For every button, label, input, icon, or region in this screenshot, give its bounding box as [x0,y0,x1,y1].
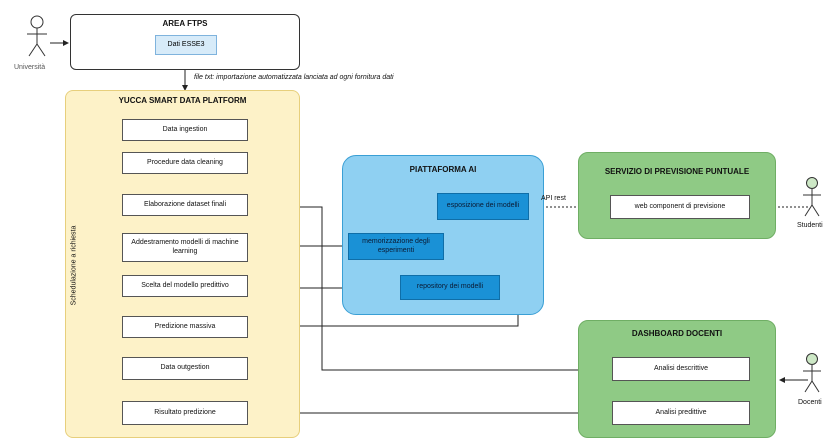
servizio-previsione-title: SERVIZIO DI PREVISIONE PUNTUALE [604,167,750,176]
step-data-outgestion: Data outgestion [122,357,248,380]
dati-esse3-box: Dati ESSE3 [155,35,217,55]
actor-universita-label: Università [14,64,46,71]
person-icon [27,15,47,57]
esposizione-modelli-box: esposizione dei modelli [437,193,529,220]
actor-universita: Università [12,14,62,74]
web-component-box: web component di previsione [610,195,750,219]
person-icon [803,353,821,393]
step-data-cleaning: Procedure data cleaning [122,152,248,174]
piattaforma-ai-title: PIATTAFORMA AI [409,165,477,174]
area-ftps-title: AREA FTPS [162,19,208,28]
analisi-descrittive-box: Analisi descrittive [612,357,750,381]
yucca-title: YUCCA SMART DATA PLATFORM [118,96,247,105]
analisi-predittive-box: Analisi predittive [612,401,750,425]
step-data-ingestion: Data ingestion [122,119,248,141]
actor-docenti: Docenti [796,352,829,414]
actor-studenti-label: Studenti [797,222,823,229]
schedulazione-label: Schedulazione a richiesta [70,225,78,306]
actor-docenti-label: Docenti [798,399,822,406]
area-ftps-container: AREA FTPS Dati ESSE3 [70,14,300,70]
file-import-note: file txt: importazione automatizzata lan… [194,74,394,81]
dashboard-docenti-title: DASHBOARD DOCENTI [631,329,723,338]
repository-modelli-box: repository dei modelli [400,275,500,300]
yucca-platform-container: YUCCA SMART DATA PLATFORM [65,90,300,438]
step-elaborazione-dataset: Elaborazione dataset finali [122,194,248,216]
step-scelta-modello: Scelta del modello predittivo [122,275,248,297]
step-predizione-massiva: Predizione massiva [122,316,248,338]
step-risultato-predizione: Risultato predizione [122,401,248,425]
api-rest-label: API rest [541,195,566,202]
step-addestramento-modelli: Addestramento modelli di machine learnin… [122,233,248,262]
actor-studenti: Studenti [796,176,829,238]
person-icon [803,177,821,217]
memorizzazione-esperimenti-box: memorizzazione degli esperimenti [348,233,444,260]
